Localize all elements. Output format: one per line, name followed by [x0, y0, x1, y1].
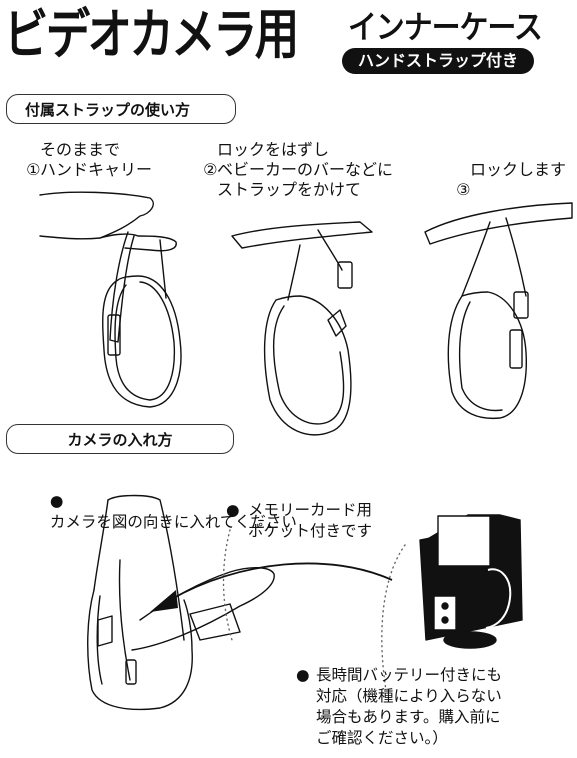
step-number: ②: [203, 160, 218, 179]
note-insert-direction: ● カメラを図の向きに入れてください: [40, 470, 297, 533]
step-number: ③: [456, 180, 471, 199]
note-text: メモリーカード用 ポケット付きです: [248, 501, 373, 540]
step-1: ① そのままで ハンドキャリー: [16, 140, 152, 200]
bullet-icon: ●: [296, 666, 310, 684]
step-text: そのままで ハンドキャリー: [40, 140, 153, 179]
note-text: カメラを図の向きに入れてください: [49, 513, 297, 531]
note-memory-pocket: ● メモリーカード用 ポケット付きです: [226, 500, 372, 563]
product-title: ビデオカメラ用: [4, 3, 299, 66]
camcorder-icon: [419, 514, 523, 649]
bullet-icon: ●: [49, 492, 64, 510]
note-battery: ● 長時間バッテリー付きにも 対応（機種により入らない 場合もあります。購入前に…: [296, 665, 502, 747]
leader-lines: [222, 529, 406, 691]
step-text: ロックをはずし ベビーカーのバーなどに ストラップをかけて: [217, 140, 394, 199]
strap-badge: ハンドストラップ付き: [342, 48, 534, 74]
step-2: ② ロックをはずし ベビーカーのバーなどに ストラップをかけて: [193, 140, 393, 200]
step-3: ③ ロックします: [446, 160, 566, 220]
stroller-bar-locked-illustration: [424, 202, 573, 420]
step-text: ロックします: [470, 160, 567, 179]
bullet-icon: ●: [226, 501, 240, 519]
strap-usage-heading: 付属ストラップの使い方: [6, 94, 236, 124]
insert-arrow-icon: [150, 562, 393, 612]
stroller-bar-open-illustration: [231, 221, 373, 436]
case-open-illustration: [87, 494, 275, 711]
camera-insert-heading: カメラの入れ方: [6, 424, 234, 454]
product-subtitle: インナーケース: [348, 8, 543, 46]
hand-carry-illustration: [39, 191, 182, 408]
step-number: ①: [26, 160, 41, 179]
note-text: 長時間バッテリー付きにも 対応（機種により入らない 場合もあります。購入前に ご…: [316, 666, 503, 747]
